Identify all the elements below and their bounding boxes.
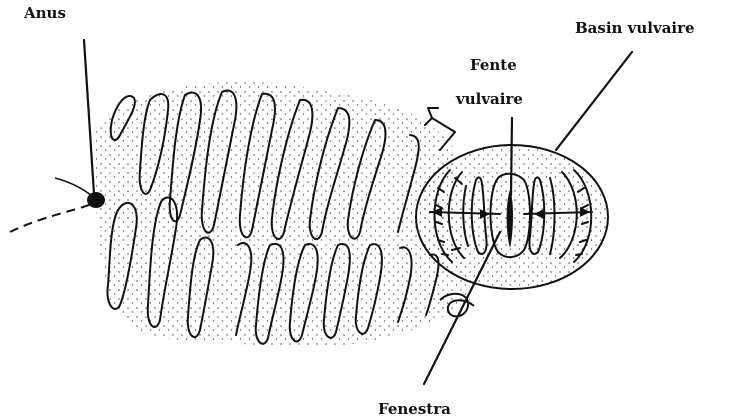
dashed-outline: [10, 198, 100, 232]
fente-leader: [511, 118, 512, 195]
basin-leader: [556, 52, 632, 150]
label-vulvaire: vulvaire: [456, 92, 523, 107]
label-fenestra: Fenestra: [378, 402, 451, 417]
label-basin-vulvaire: Basin vulvaire: [575, 21, 695, 36]
anus-leader: [84, 40, 94, 194]
stipple-area: [95, 82, 470, 347]
anus-mark: [87, 192, 105, 208]
label-anus: Anus: [24, 6, 66, 21]
label-fente: Fente: [470, 58, 517, 73]
